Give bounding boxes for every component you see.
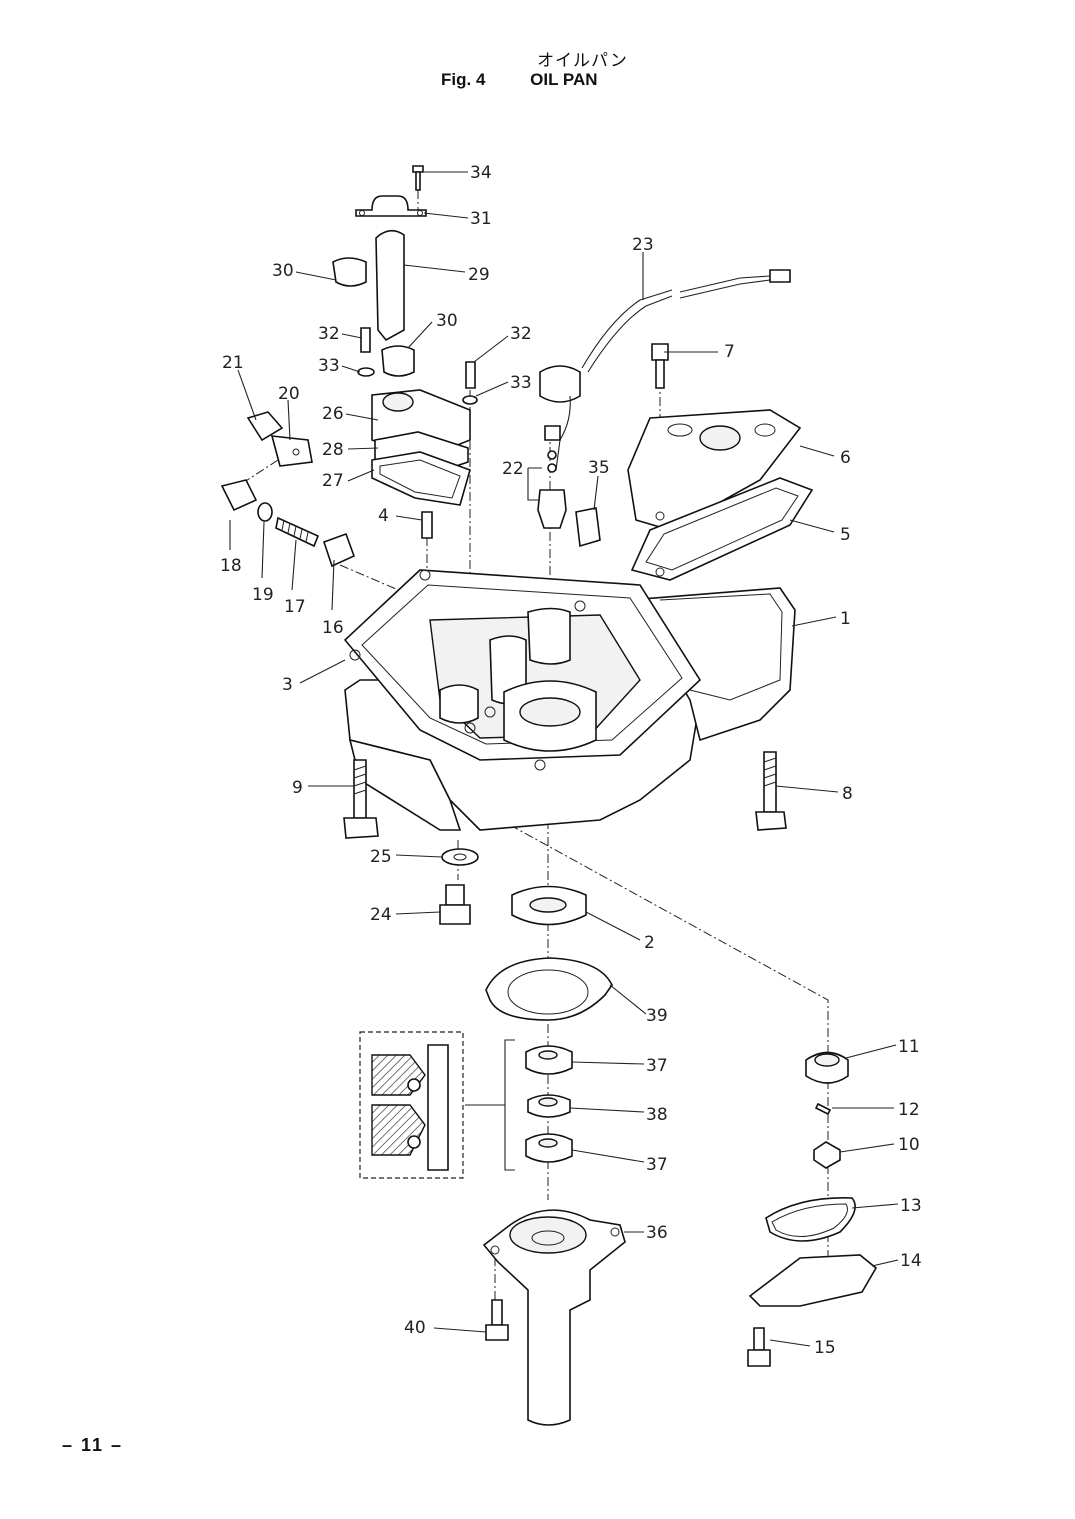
- callout-33: 33: [510, 373, 532, 393]
- callout-22: 22: [502, 459, 524, 479]
- callout-1: 1: [840, 609, 851, 629]
- callout-29: 29: [468, 265, 490, 285]
- callout-labels: 34 31 30 29 30 32 33 32 33 21 20 26 28 2…: [220, 163, 922, 1358]
- callout-15: 15: [814, 1338, 836, 1358]
- seal-and-bearings: [359, 885, 613, 1179]
- callout-40: 40: [404, 1318, 426, 1338]
- shaft-housing: [482, 1209, 626, 1426]
- callout-37: 37: [646, 1056, 668, 1076]
- figure-title: OIL PAN: [530, 70, 598, 89]
- callout-30: 30: [272, 261, 294, 281]
- callout-9: 9: [292, 778, 303, 798]
- callout-36: 36: [646, 1223, 668, 1243]
- callout-39: 39: [646, 1006, 668, 1026]
- callout-16: 16: [322, 618, 344, 638]
- callout-28: 28: [322, 440, 344, 460]
- callout-5: 5: [840, 525, 851, 545]
- callout-12: 12: [898, 1100, 920, 1120]
- callout-31: 31: [470, 209, 492, 229]
- callout-17: 17: [284, 597, 306, 617]
- callout-30: 30: [436, 311, 458, 331]
- callout-leader-lines: [229, 171, 899, 1347]
- callout-11: 11: [898, 1037, 920, 1057]
- callout-14: 14: [900, 1251, 922, 1271]
- callout-3: 3: [282, 675, 293, 695]
- callout-32: 32: [318, 324, 340, 344]
- relief-valve-parts: [220, 411, 433, 568]
- callout-10: 10: [898, 1135, 920, 1155]
- figure-number: Fig. 4: [441, 70, 486, 89]
- callout-26: 26: [322, 404, 344, 424]
- side-cover-plate: [627, 343, 814, 581]
- callout-37: 37: [646, 1155, 668, 1175]
- callout-4: 4: [378, 506, 389, 526]
- callout-33: 33: [318, 356, 340, 376]
- callout-24: 24: [370, 905, 392, 925]
- callout-27: 27: [322, 471, 344, 491]
- callout-13: 13: [900, 1196, 922, 1216]
- callout-18: 18: [220, 556, 242, 576]
- oil-sensor-wiring: [537, 269, 791, 548]
- callout-38: 38: [646, 1105, 668, 1125]
- callout-25: 25: [370, 847, 392, 867]
- figure-heading: Fig. 4 OIL PAN: [441, 70, 598, 90]
- figure-title-japanese: オイルパン: [537, 51, 628, 71]
- callout-23: 23: [632, 235, 654, 255]
- oil-pump-parts: [747, 1051, 878, 1367]
- breather-hose-assembly: [332, 165, 478, 405]
- callout-21: 21: [222, 353, 244, 373]
- oil-pan-body: [343, 569, 796, 831]
- page-number: – 11 –: [62, 1435, 124, 1455]
- callout-35: 35: [588, 458, 610, 478]
- oil-pan-bolts: [343, 751, 787, 925]
- callout-2: 2: [644, 933, 655, 953]
- callout-8: 8: [842, 784, 853, 804]
- callout-7: 7: [724, 342, 735, 362]
- callout-6: 6: [840, 448, 851, 468]
- breather-cover: [371, 389, 471, 506]
- callout-19: 19: [252, 585, 274, 605]
- callout-34: 34: [470, 163, 492, 183]
- callout-20: 20: [278, 384, 300, 404]
- callout-32: 32: [510, 324, 532, 344]
